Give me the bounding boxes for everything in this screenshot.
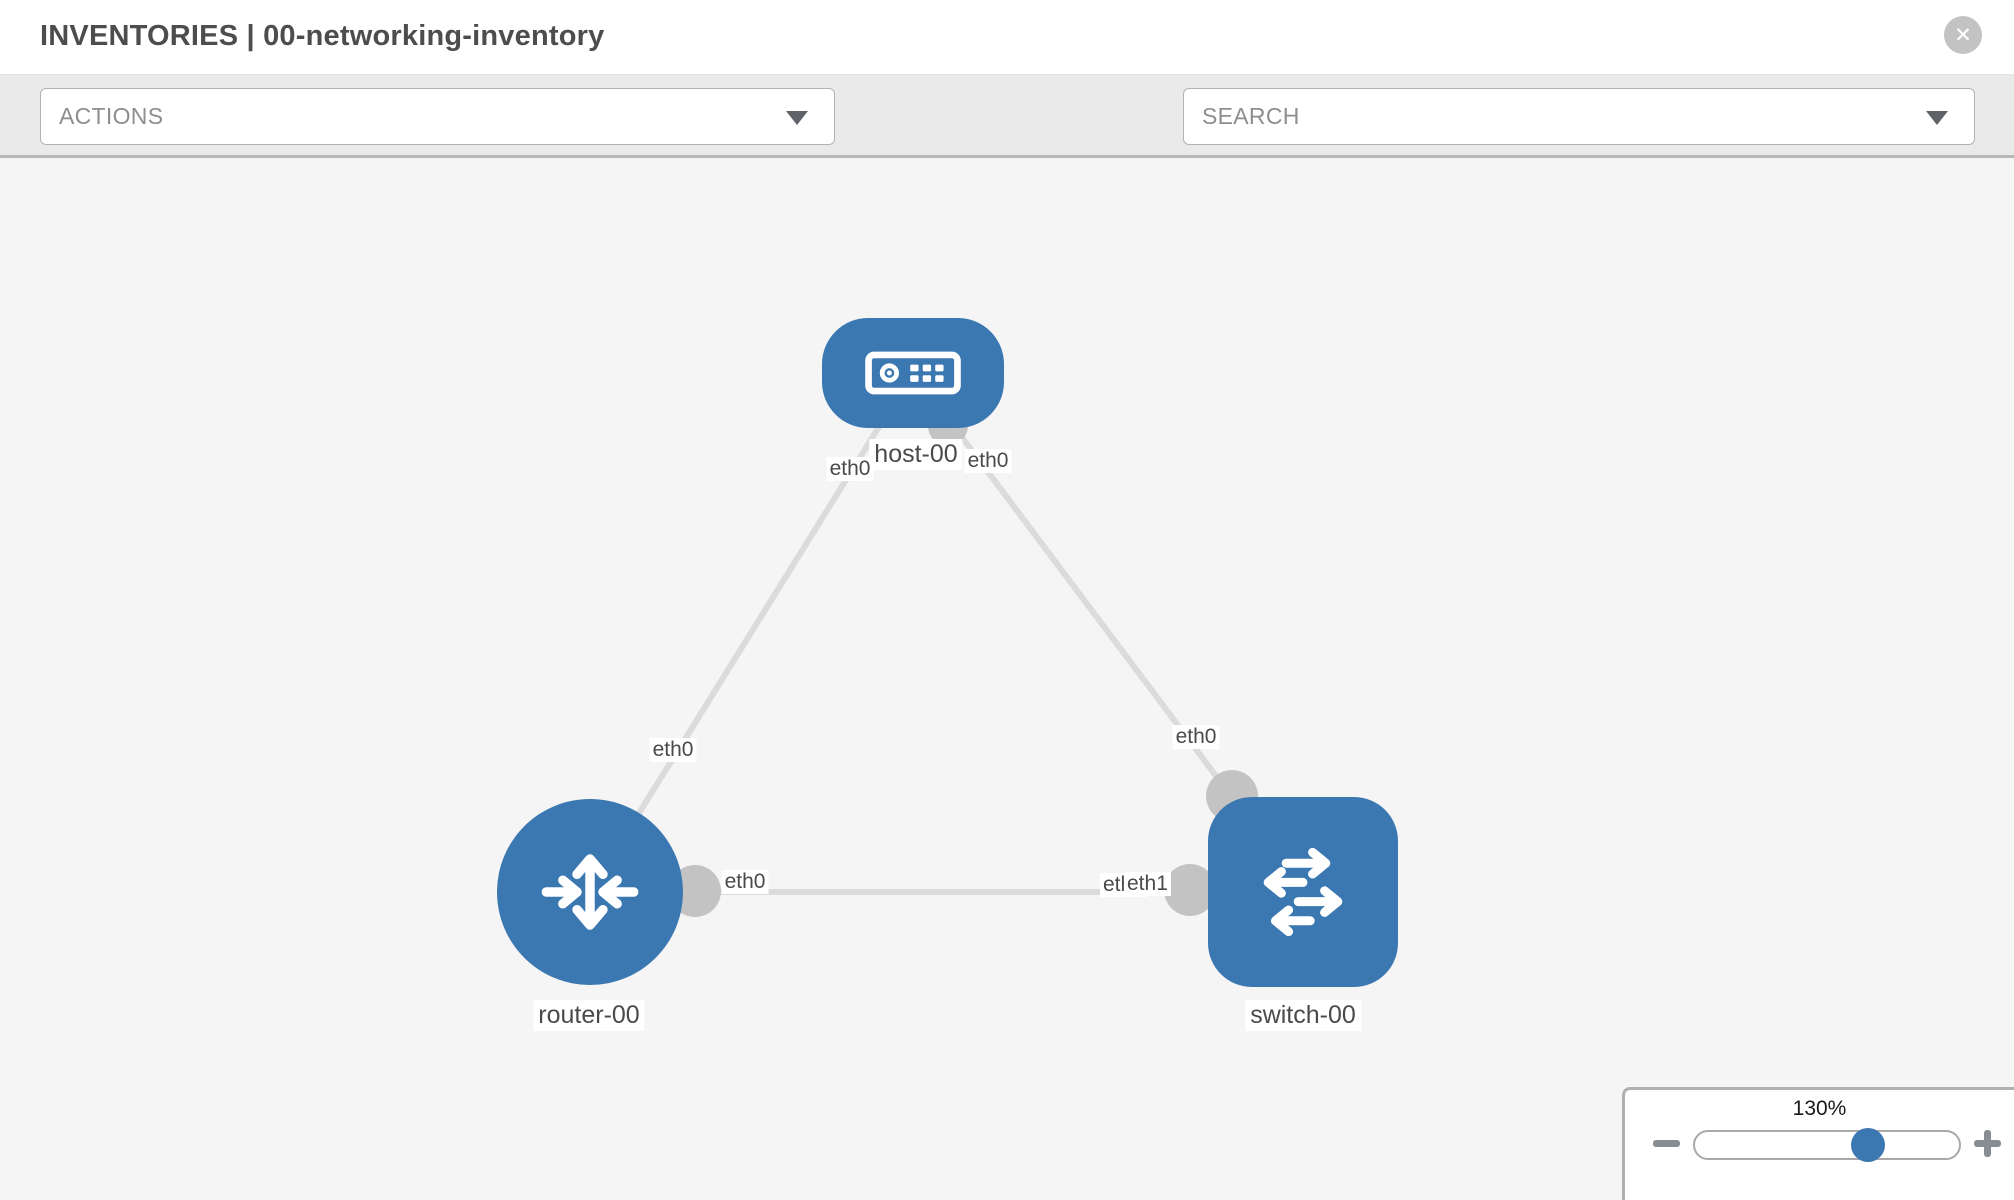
zoom-slider-track[interactable] (1693, 1128, 1961, 1162)
node-host-00[interactable] (822, 318, 1004, 428)
interface-label-switch-to-router-front: eth1 (1124, 872, 1171, 896)
node-switch-00[interactable] (1208, 797, 1398, 987)
interface-connector-switch-left[interactable] (1164, 864, 1216, 916)
topology-canvas[interactable]: host-00 router-00 switch-00 eth0 eth0 et… (0, 158, 2014, 1200)
close-button[interactable]: ✕ (1944, 16, 1982, 54)
server-icon (865, 351, 961, 395)
zoom-out-button[interactable] (1653, 1140, 1680, 1147)
chevron-down-icon (1926, 111, 1948, 125)
switch-exchange-arrows-icon (1263, 847, 1343, 937)
page-title: INVENTORIES | 00-networking-inventory (40, 20, 605, 52)
actions-dropdown-label: ACTIONS (59, 103, 164, 129)
zoom-level: 130% (1792, 1097, 1847, 1120)
interface-label-switch-to-host: eth0 (1172, 725, 1220, 749)
router-crossed-arrows-icon (541, 854, 639, 930)
chevron-down-icon (786, 111, 808, 125)
close-icon: ✕ (1954, 23, 1972, 47)
zoom-in-button[interactable] (1974, 1130, 2001, 1157)
zoom-slider-thumb[interactable] (1851, 1128, 1885, 1162)
node-router-00[interactable] (497, 799, 683, 985)
toolbar: ACTIONS SEARCH (0, 75, 2014, 208)
node-label-router: router-00 (533, 1000, 645, 1031)
header: INVENTORIES | 00-networking-inventory ✕ (0, 0, 2014, 75)
interface-label-router-to-switch: eth0 (721, 870, 769, 894)
interface-label-host-to-router: eth0 (826, 457, 874, 481)
actions-dropdown[interactable]: ACTIONS (40, 88, 835, 145)
search-dropdown[interactable]: SEARCH (1183, 88, 1975, 145)
node-label-host: host-00 (869, 439, 963, 470)
zoom-control-panel: 130% (1622, 1087, 2014, 1200)
search-dropdown-label: SEARCH (1202, 103, 1300, 129)
interface-label-router-to-host: eth0 (649, 738, 697, 762)
interface-label-host-to-switch: eth0 (964, 449, 1012, 473)
node-label-switch: switch-00 (1245, 1000, 1361, 1031)
topology-edges (587, 370, 1306, 917)
